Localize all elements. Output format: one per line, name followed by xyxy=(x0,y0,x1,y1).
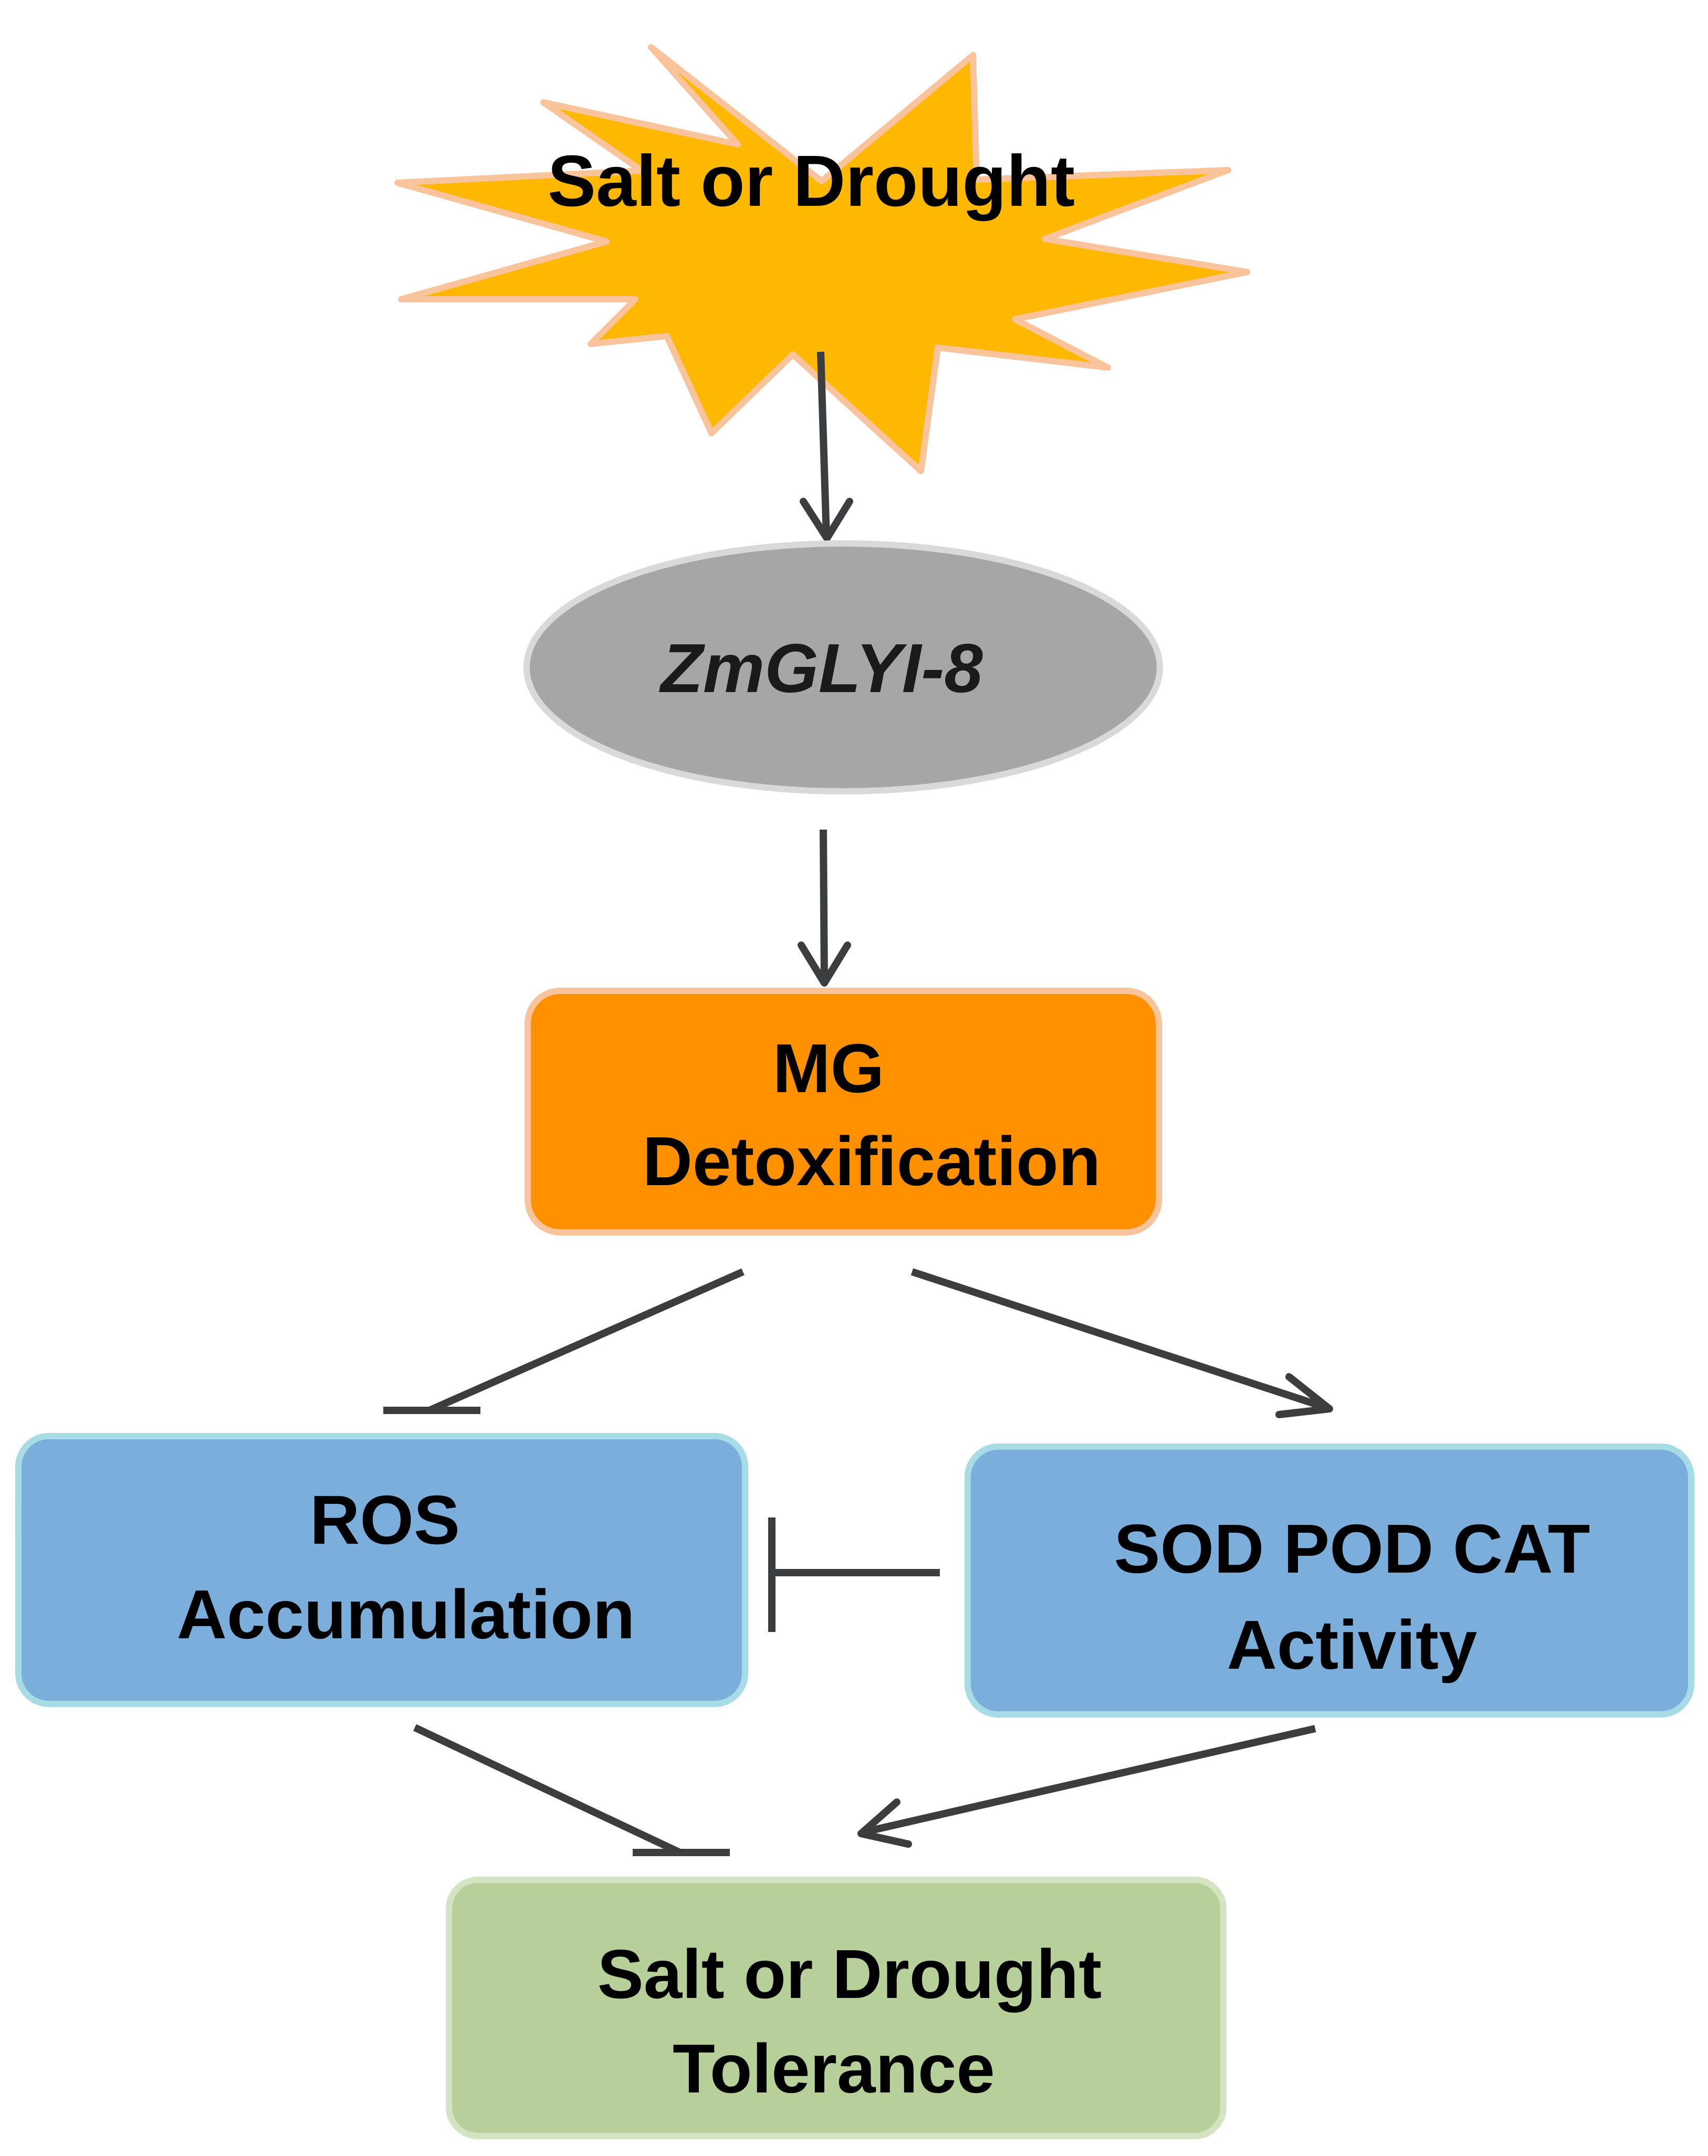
edge-stress-gene-line xyxy=(817,351,830,537)
stress-label: Salt or Drought xyxy=(548,141,1075,222)
edge-mg-sod-arrowhead xyxy=(1275,1373,1333,1418)
sod-node: SOD POD CAT Activity xyxy=(965,1443,1694,1718)
edge-sod-to-tolerance xyxy=(857,1725,1316,1848)
mg-label-line2: Detoxification xyxy=(643,1123,1101,1200)
sod-label-line1: SOD POD CAT xyxy=(1114,1510,1590,1587)
mg-label-line1: MG xyxy=(773,1030,885,1107)
gene-label: ZmGLYI-8 xyxy=(658,630,983,707)
edge-mg-to-sod xyxy=(910,1268,1333,1418)
edge-stress-gene-arrowhead xyxy=(800,498,853,542)
gene-ellipse xyxy=(523,540,1163,794)
edge-sod-tolerance-arrowhead xyxy=(857,1798,912,1848)
edge-mg-to-ros xyxy=(383,1268,745,1414)
ros-node: ROS Accumulation xyxy=(15,1433,748,1707)
sod-label-line2: Activity xyxy=(1227,1606,1478,1683)
edge-ros-to-tolerance xyxy=(413,1724,730,1856)
ros-label-line2: Accumulation xyxy=(177,1576,635,1653)
edge-mg-ros-line xyxy=(429,1268,745,1414)
edge-sod-tolerance-line xyxy=(865,1725,1316,1835)
edge-sod-to-ros xyxy=(768,1517,940,1632)
tolerance-node: Salt or Drought Tolerance xyxy=(446,1877,1227,2139)
edge-gene-mg-arrowhead xyxy=(798,941,851,987)
tolerance-box xyxy=(446,1877,1227,2139)
tolerance-label-line1: Salt or Drought xyxy=(598,1935,1102,2013)
edge-mg-sod-line xyxy=(910,1268,1330,1412)
edge-stress-to-gene xyxy=(800,351,853,542)
mg-node: MG Detoxification xyxy=(525,988,1162,1236)
ros-label-line1: ROS xyxy=(310,1481,460,1558)
ros-box xyxy=(15,1433,748,1707)
stress-node: Salt or Drought xyxy=(394,44,1250,474)
edge-ros-tolerance-line xyxy=(413,1724,682,1856)
edge-gene-mg-line xyxy=(820,829,828,982)
edge-gene-to-mg xyxy=(798,829,851,987)
mg-box xyxy=(525,988,1162,1236)
gene-node: ZmGLYI-8 xyxy=(523,540,1163,794)
sod-box xyxy=(965,1443,1694,1718)
tolerance-label-line2: Tolerance xyxy=(673,2030,995,2107)
stress-starburst xyxy=(394,44,1250,474)
